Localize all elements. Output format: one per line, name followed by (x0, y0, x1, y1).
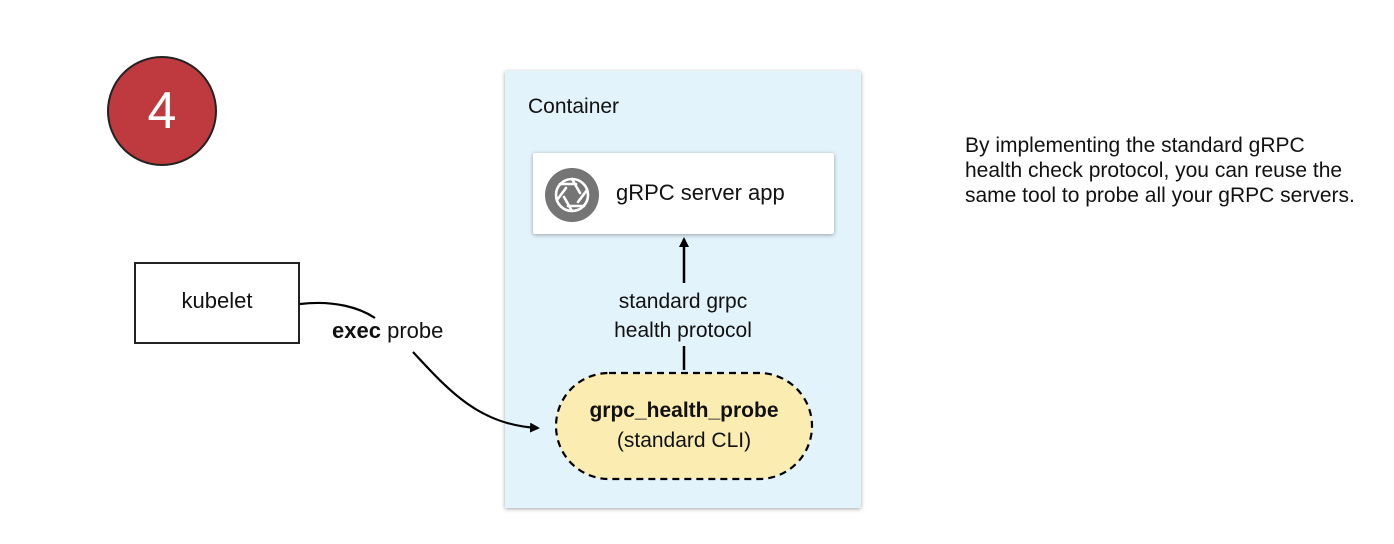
exec-label-bold: exec (332, 318, 381, 343)
probe-label: grpc_health_probe (standard CLI) (554, 396, 814, 456)
description-text: By implementing the standard gRPC health… (965, 134, 1355, 207)
server-label: gRPC server app (616, 180, 785, 205)
probe-subtitle: (standard CLI) (616, 429, 752, 452)
grpc-server-app-card: gRPC server app (533, 153, 834, 234)
protocol-label: standard grpc health protocol (583, 287, 783, 345)
protocol-label-line2: health protocol (614, 319, 752, 342)
kubelet-label: kubelet (181, 288, 253, 313)
exec-label-rest: probe (387, 318, 444, 343)
kubelet-box: kubelet (134, 262, 300, 344)
exec-probe-arrow (412, 351, 540, 433)
protocol-label-line1: standard grpc (618, 290, 748, 313)
container-title: Container (528, 95, 620, 118)
aperture-icon (545, 168, 599, 222)
probe-name: grpc_health_probe (589, 399, 779, 422)
exec-connector-upper (299, 301, 376, 319)
probe-pill (554, 371, 814, 481)
step-number-badge: 4 (107, 56, 217, 166)
exec-probe-label: exec probe (332, 318, 443, 344)
